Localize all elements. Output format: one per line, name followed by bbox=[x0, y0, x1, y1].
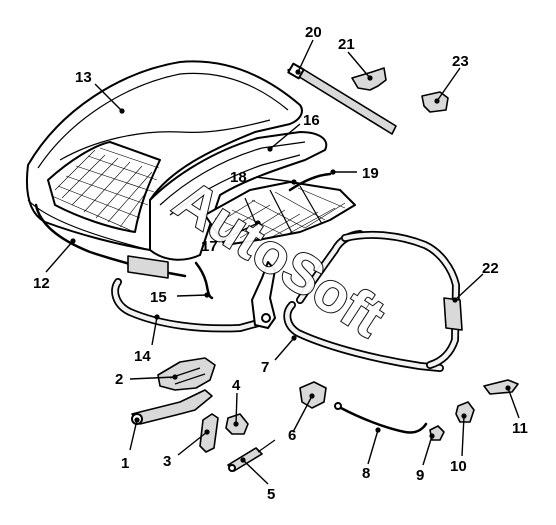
tension-cable-19 bbox=[288, 172, 332, 192]
callout-16: 16 bbox=[303, 112, 320, 129]
roof-frame-16 bbox=[149, 131, 328, 261]
callout-12: 12 bbox=[33, 275, 50, 292]
gas-strut-5 bbox=[227, 439, 276, 472]
callout-23: 23 bbox=[452, 53, 469, 70]
rear-bow-14 bbox=[111, 255, 276, 333]
callout-1: 1 bbox=[121, 455, 129, 472]
callout-4: 4 bbox=[232, 377, 241, 394]
callout-10: 10 bbox=[450, 458, 467, 475]
callout-3: 3 bbox=[163, 453, 171, 470]
leader-lines bbox=[45, 39, 520, 485]
hook-rod-15 bbox=[194, 261, 214, 300]
callout-14: 14 bbox=[134, 348, 151, 365]
rear-window-hatch bbox=[51, 147, 160, 231]
callout-17: 17 bbox=[201, 238, 218, 255]
callout-19: 19 bbox=[362, 165, 379, 182]
hinge-plate-2 bbox=[157, 357, 216, 391]
callout-21: 21 bbox=[338, 36, 355, 53]
callout-18: 18 bbox=[230, 169, 247, 186]
handle-11 bbox=[483, 379, 519, 395]
lever-arm-1 bbox=[131, 389, 213, 425]
leader-dots bbox=[70, 69, 511, 463]
callout-8: 8 bbox=[362, 465, 370, 482]
callout-20: 20 bbox=[305, 24, 322, 41]
side-frame-22 bbox=[341, 230, 463, 369]
callout-6: 6 bbox=[288, 427, 296, 444]
callout-2: 2 bbox=[115, 371, 123, 388]
callout-7: 7 bbox=[261, 359, 269, 376]
callout-13: 13 bbox=[75, 69, 92, 86]
callout-labels: 1 2 3 4 5 6 7 8 9 10 11 12 13 14 15 16 1… bbox=[33, 24, 528, 503]
callout-15: 15 bbox=[150, 289, 167, 306]
callout-5: 5 bbox=[267, 486, 275, 503]
lock-10 bbox=[455, 401, 475, 423]
bowden-cable-8 bbox=[334, 402, 428, 434]
callout-11: 11 bbox=[512, 420, 528, 437]
callout-9: 9 bbox=[416, 467, 424, 484]
callout-22: 22 bbox=[482, 260, 499, 277]
